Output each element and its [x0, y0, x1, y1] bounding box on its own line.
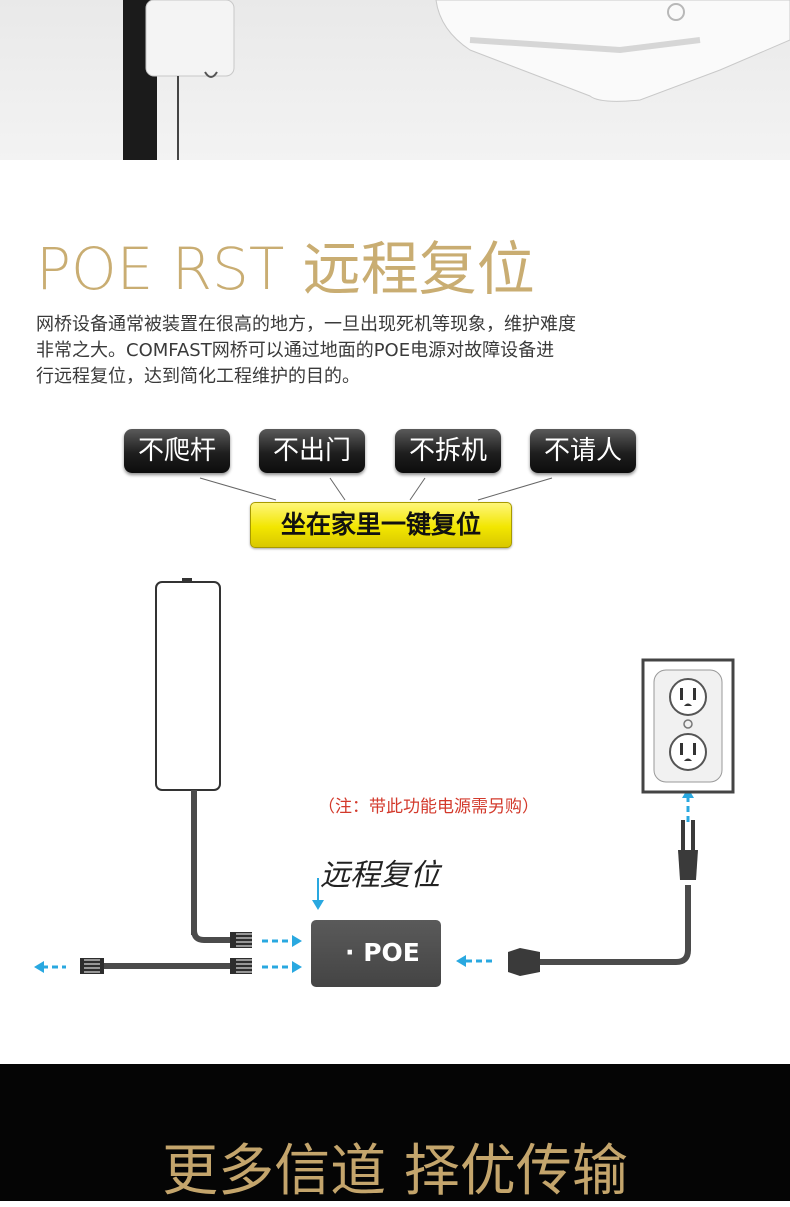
down-arrow-icon [312, 878, 324, 910]
product-photo-illustration [123, 0, 790, 160]
right-arrow-icon [262, 935, 302, 947]
lower-ethernet-connector [230, 958, 252, 974]
remote-reset-label: 远程复位 [320, 858, 440, 893]
tag-no-climbing: 不爬杆 [124, 429, 230, 473]
lan-cable [80, 958, 230, 974]
tag-no-hiring: 不请人 [530, 429, 636, 473]
description-line: 非常之大。COMFAST网桥可以通过地面的POE电源对故障设备进 [36, 340, 555, 361]
slogan-badge: 坐在家里一键复位 [250, 502, 512, 548]
left-arrow-icon [456, 955, 492, 967]
right-arrow-icon [262, 961, 302, 973]
section-title: POE RST 远程复位 [36, 235, 535, 303]
power-cable [508, 885, 691, 976]
tag-connector-lines [199, 477, 553, 501]
description-line: 行远程复位，达到简化工程维护的目的。 [36, 366, 360, 387]
poe-label: · POE [345, 938, 420, 967]
purchase-note: （注：带此功能电源需另购） [318, 797, 539, 817]
connection-diagram [34, 578, 735, 987]
description-line: 网桥设备通常被装置在很高的地方，一旦出现死机等现象，维护难度 [36, 314, 576, 335]
footer-title: 更多信道 择优传输 [162, 1139, 628, 1204]
section-description: 网桥设备通常被装置在很高的地方，一旦出现死机等现象，维护难度 非常之大。COMF… [36, 312, 716, 390]
tag-no-disassembly: 不拆机 [395, 429, 501, 473]
poe-injector [311, 920, 441, 987]
left-arrow-icon [34, 961, 66, 973]
power-plug-icon [678, 820, 698, 880]
product-photo [0, 0, 790, 160]
upper-ethernet-connector [230, 932, 252, 948]
wall-outlet-icon [641, 658, 735, 794]
bridge-device [155, 578, 230, 943]
tag-no-going-out: 不出门 [259, 429, 365, 473]
footer-banner [0, 1064, 790, 1201]
